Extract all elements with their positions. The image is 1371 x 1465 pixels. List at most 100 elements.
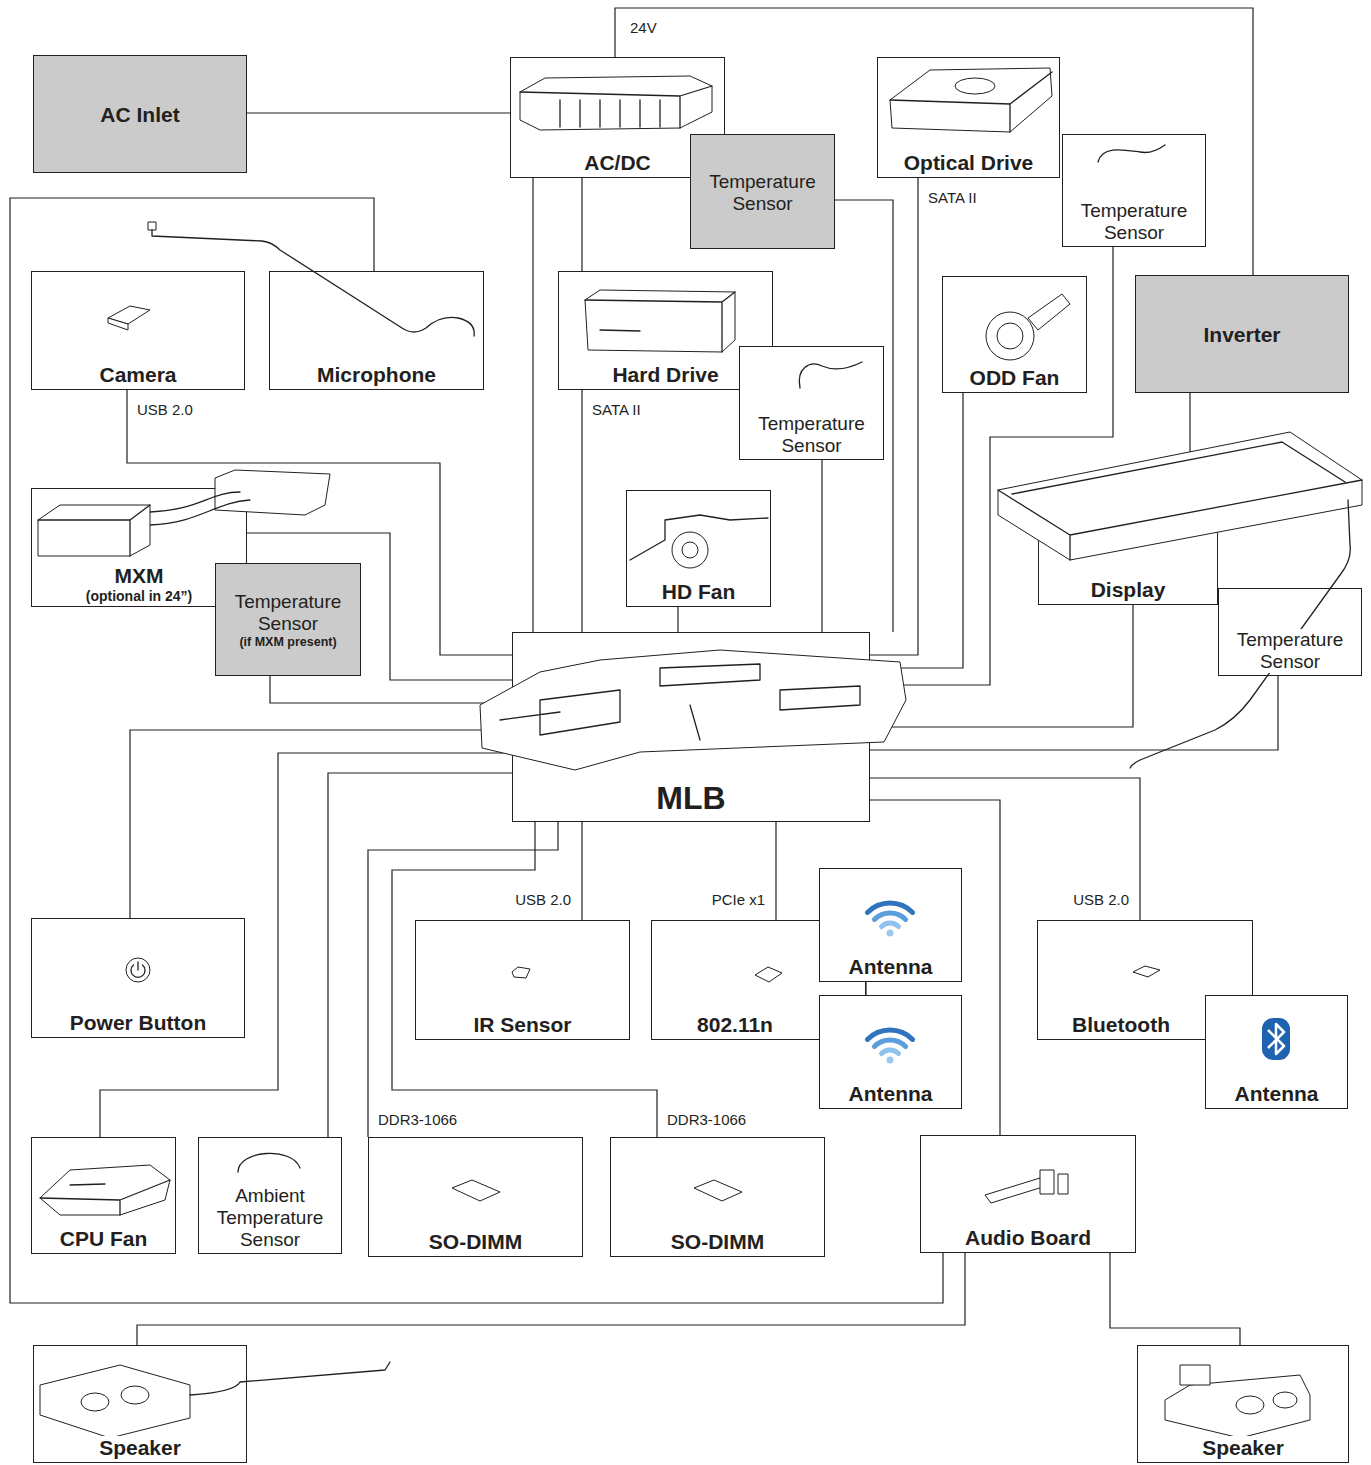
component-label: Inverter xyxy=(1200,323,1283,347)
component-label: Power Button xyxy=(67,1011,210,1035)
connector-line xyxy=(870,676,1278,750)
sensor-box: Temperature Sensor xyxy=(739,346,884,460)
bluetooth-module xyxy=(1133,966,1160,977)
component-note: (if MXM present) xyxy=(236,635,339,649)
power-symbol xyxy=(131,962,145,977)
component-label: AC/DC xyxy=(581,151,654,175)
wifi-icon xyxy=(867,903,912,936)
component-note: (optional in 24”) xyxy=(83,588,196,604)
speaker-body xyxy=(40,1365,190,1438)
connector-line xyxy=(247,112,510,113)
component-label: CPU Fan xyxy=(57,1227,151,1251)
component-label: IR Sensor xyxy=(470,1013,574,1037)
component-label: Antenna xyxy=(1232,1082,1322,1106)
signal-label: PCIe x1 xyxy=(710,891,767,909)
component-label: Speaker xyxy=(1199,1436,1287,1460)
component-label: Antenna xyxy=(846,1082,936,1106)
component-label: SO-DIMM xyxy=(426,1230,525,1254)
sensor-box: Temperature Sensor xyxy=(690,134,835,249)
memory-module xyxy=(452,1180,500,1201)
component-label: Display xyxy=(1088,578,1169,602)
component-box: Microphone xyxy=(269,271,484,390)
power-supply-drawing xyxy=(520,76,712,130)
inverter-box: Inverter xyxy=(1135,275,1349,393)
component-label: Temperature Sensor xyxy=(1223,629,1357,673)
component-label: Microphone xyxy=(314,363,439,387)
component-label: Optical Drive xyxy=(901,151,1037,175)
power-button-ring xyxy=(126,958,150,982)
speaker-driver xyxy=(121,1386,149,1404)
hard-drive-body xyxy=(585,290,735,352)
display-sensor-cable xyxy=(1130,500,1350,768)
sensor-wire xyxy=(1098,145,1165,162)
power-button-drawing xyxy=(126,958,150,982)
display-box: Display xyxy=(1038,525,1218,605)
fan-box: HD Fan xyxy=(626,490,771,607)
speaker-driver xyxy=(81,1393,109,1411)
fan-housing xyxy=(672,532,708,568)
connector-line xyxy=(870,605,1133,727)
mxm-heat-pipes xyxy=(150,492,250,525)
connector-line xyxy=(392,822,657,1137)
signal-label: USB 2.0 xyxy=(135,401,195,419)
component-label: Hard Drive xyxy=(609,363,721,387)
wifi-arc xyxy=(882,923,899,927)
audio-board-box: Audio Board xyxy=(920,1135,1136,1253)
connector-line xyxy=(581,390,582,632)
speaker-driver xyxy=(1236,1396,1264,1414)
fan-hub xyxy=(997,323,1023,349)
odd-fan-drawing xyxy=(986,294,1070,360)
audio-jack xyxy=(1040,1170,1054,1194)
display-panel xyxy=(998,432,1362,560)
camera-module-side xyxy=(108,318,128,330)
sensor-wire xyxy=(799,362,862,388)
fan-housing xyxy=(986,312,1034,360)
wifi-arc xyxy=(882,1050,899,1054)
memory-box: SO-DIMM xyxy=(368,1137,583,1257)
antenna-box: Antenna xyxy=(819,868,962,982)
optical-drive-edge xyxy=(890,72,1052,132)
connector-line xyxy=(581,822,582,920)
speaker-driver xyxy=(1273,1392,1297,1408)
memory-module xyxy=(694,1180,742,1201)
component-label: MLB xyxy=(653,780,728,817)
connector-line xyxy=(615,8,1253,275)
cpu-fan-edge xyxy=(40,1180,170,1215)
camera-drawing xyxy=(108,306,150,330)
optical-drive-body xyxy=(890,68,1052,132)
sensor-box: Ambient Temperature Sensor xyxy=(198,1137,342,1254)
logic-board-parts xyxy=(500,664,860,740)
bluetooth-badge xyxy=(1262,1018,1290,1060)
wifi-arc xyxy=(867,1030,912,1039)
component-label: Camera xyxy=(96,363,179,387)
wifi-arc xyxy=(874,913,905,919)
speaker-body xyxy=(1165,1375,1310,1438)
connector-line xyxy=(821,460,822,632)
antenna-box: Antenna xyxy=(819,995,962,1109)
component-label: Temperature Sensor xyxy=(695,171,830,215)
speaker-cable xyxy=(190,1362,390,1395)
antenna-box: Antenna xyxy=(1205,995,1348,1109)
audio-board-drawing xyxy=(985,1170,1068,1203)
connector-line xyxy=(870,247,1113,685)
component-label: Temperature Sensor xyxy=(1067,200,1201,244)
microphone-cable xyxy=(152,230,474,336)
speaker-drawing xyxy=(40,1362,390,1438)
wifi-dot xyxy=(887,1057,894,1064)
bluetooth-rune xyxy=(1268,1024,1284,1054)
wifi-arc xyxy=(867,903,912,912)
connector-line xyxy=(532,178,533,632)
wifi-card xyxy=(755,967,782,982)
component-label: Temperature Sensor xyxy=(220,591,356,635)
component-box: IR Sensor xyxy=(415,920,630,1040)
component-box: Camera xyxy=(31,271,245,390)
sensor-box: Temperature Sensor(if MXM present) xyxy=(215,563,361,676)
small-module-drawings xyxy=(512,966,1160,982)
connector-line xyxy=(775,822,776,920)
optical-drive-drawing xyxy=(890,68,1052,132)
logic-board-box: MLB xyxy=(512,632,870,822)
connector-line xyxy=(10,198,943,1303)
connector-line xyxy=(677,607,678,632)
memory-drawing xyxy=(452,1180,742,1201)
